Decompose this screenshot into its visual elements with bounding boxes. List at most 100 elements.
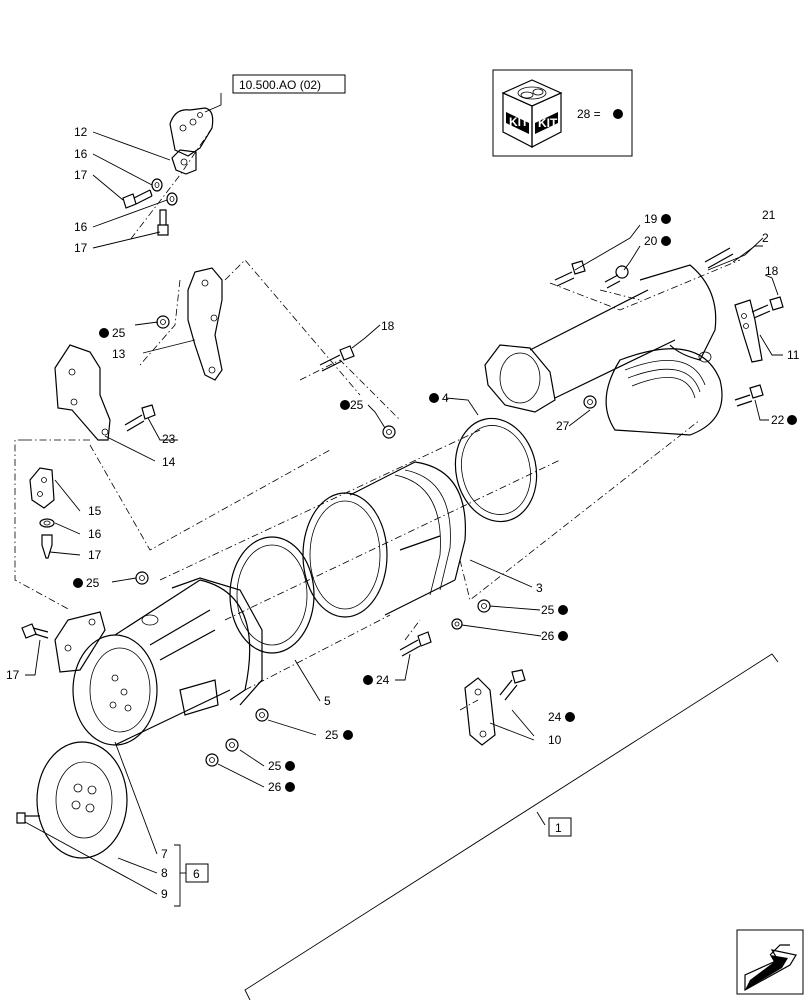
callout-3: 3 (536, 581, 543, 595)
part-16-washer-low[interactable] (39, 518, 55, 528)
callout-11: 11 (787, 348, 800, 362)
callout-25: 25 (325, 728, 339, 742)
part-17-bolt-top[interactable] (122, 189, 153, 209)
part-27-washer[interactable] (583, 395, 597, 409)
part-17-bolt-low[interactable] (41, 534, 53, 559)
marker-dot (99, 328, 109, 338)
callout-16: 16 (74, 220, 88, 234)
part-17-bolt-mid[interactable] (157, 209, 169, 236)
part-8-9-end-cap[interactable] (36, 741, 128, 859)
part-23-bolt[interactable] (124, 404, 156, 432)
marker-dot (340, 400, 350, 410)
marker-dot (787, 415, 797, 425)
callout-7: 7 (161, 847, 168, 861)
callout-16: 16 (88, 527, 102, 541)
part-14-bracket[interactable] (54, 344, 111, 441)
marker-dot (558, 631, 568, 641)
reference-box[interactable]: 10.500.AO (02) (232, 74, 346, 94)
callout-26: 26 (268, 780, 282, 794)
part-15-clip[interactable] (29, 467, 55, 509)
next-page-arrow-icon[interactable] (736, 929, 804, 995)
marker-dot (343, 730, 353, 740)
callout-17: 17 (74, 241, 88, 255)
part-26-washer-bottom[interactable] (205, 753, 219, 767)
part-25-nut-center[interactable] (382, 425, 396, 439)
group-box-6[interactable]: 6 (185, 863, 209, 883)
part-18-bolt-right[interactable] (751, 296, 784, 319)
part-25-nut-left[interactable] (135, 571, 149, 585)
part-2-pipe[interactable] (484, 264, 723, 436)
part-22-bolt[interactable] (734, 384, 764, 407)
callout-18: 18 (765, 264, 779, 278)
marker-dot (73, 578, 83, 588)
part-20-nut[interactable] (604, 265, 629, 289)
callout-25: 25 (268, 759, 282, 773)
alignment-lines (14, 127, 741, 711)
callout-22: 22 (771, 413, 785, 427)
callout-13: 13 (112, 347, 126, 361)
callout-25: 25 (112, 326, 126, 340)
callout-26: 26 (541, 629, 555, 643)
marker-dot (661, 236, 671, 246)
part-25-nut-bottom-a[interactable] (255, 708, 269, 722)
reference-label: 10.500.AO (02) (239, 78, 321, 92)
callout-10: 10 (548, 733, 562, 747)
part-24-bolt-center[interactable] (399, 631, 432, 657)
callout-17: 17 (6, 668, 20, 682)
marker-dot (565, 712, 575, 722)
kit-marker-dot (613, 109, 623, 119)
part-10-bracket[interactable] (464, 677, 496, 746)
kit-text-left: KIT (509, 115, 529, 129)
kit-legend-text: 28 = (577, 107, 601, 121)
part-16-washer-top[interactable] (151, 178, 163, 192)
part-21-stud[interactable] (704, 247, 734, 269)
callout-20: 20 (644, 234, 658, 248)
callout-17: 17 (88, 548, 102, 562)
callout-9: 9 (161, 887, 168, 901)
callout-labels: 12 16 17 16 17 25 13 23 14 15 16 17 25 1… (6, 125, 800, 901)
callout-24: 24 (376, 673, 390, 687)
callout-4: 4 (442, 391, 449, 405)
part-17-mount-bracket[interactable] (54, 611, 106, 673)
marker-dot (661, 214, 671, 224)
part-25-nut-13[interactable] (156, 315, 170, 329)
part-3-catalyst-body[interactable] (349, 461, 467, 616)
part-9-screw[interactable] (16, 812, 40, 824)
group-box-6-label: 6 (193, 867, 200, 881)
marker-dot (558, 605, 568, 615)
marker-dot (429, 393, 439, 403)
group-box-1-label: 1 (555, 821, 562, 835)
callout-25: 25 (541, 603, 555, 617)
part-19-bolt[interactable] (554, 260, 586, 287)
callout-14: 14 (162, 455, 176, 469)
part-4-gasket[interactable] (446, 411, 546, 529)
kit-icon: KIT KIT (501, 79, 563, 148)
callout-27: 27 (556, 419, 570, 433)
marker-dot (285, 761, 295, 771)
callout-15: 15 (88, 504, 102, 518)
part-7-housing[interactable] (72, 577, 263, 746)
callout-23: 23 (162, 432, 176, 446)
part-26-washer-right[interactable] (451, 618, 463, 630)
part-12-bracket[interactable] (169, 107, 214, 175)
kit-text-right: KIT (538, 116, 558, 130)
kit-legend: KIT KIT 28 = (492, 69, 633, 157)
callout-18: 18 (381, 319, 395, 333)
callout-24: 24 (548, 710, 562, 724)
part-18-bolt[interactable] (319, 345, 355, 372)
group-box-1[interactable]: 1 (548, 817, 572, 837)
part-25-nut-right[interactable] (477, 599, 491, 613)
part-flange-ring[interactable] (302, 492, 388, 618)
part-13-bracket[interactable] (187, 267, 223, 381)
marker-dot (363, 675, 373, 685)
callout-16: 16 (74, 147, 88, 161)
callout-5: 5 (324, 694, 331, 708)
marker-dot (285, 782, 295, 792)
part-11-bracket[interactable] (734, 299, 763, 363)
part-5-gasket[interactable] (229, 536, 315, 654)
part-16-washer-mid[interactable] (166, 192, 178, 206)
part-24-bolt-right[interactable] (499, 669, 526, 701)
part-25-nut-bottom-b[interactable] (225, 738, 239, 752)
part-17-bolt-left[interactable] (21, 623, 49, 639)
